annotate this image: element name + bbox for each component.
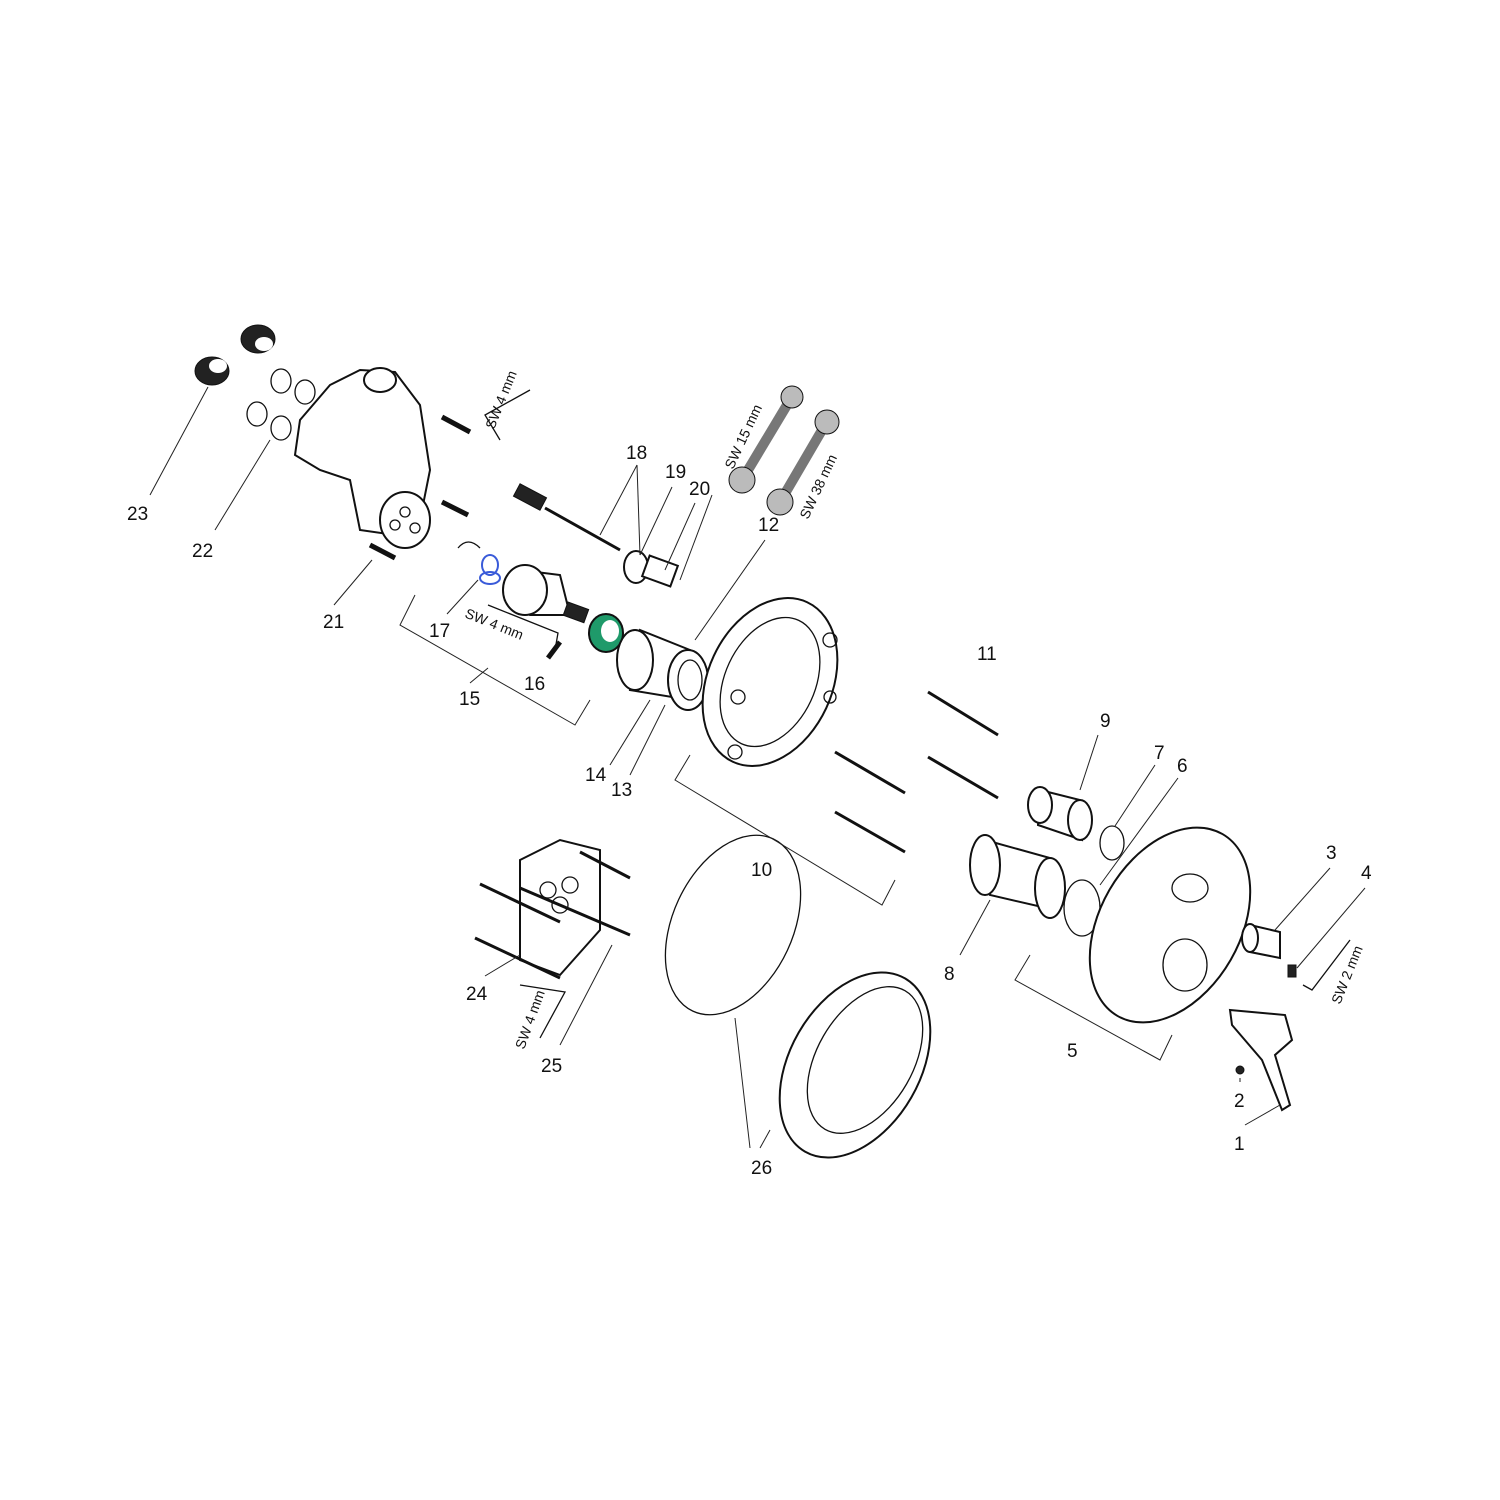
o-ring-7: [1099, 825, 1125, 861]
label-22: 22: [192, 541, 213, 562]
label-18: 18: [626, 443, 647, 464]
tool-label-sw4-top: SW 4 mm: [482, 368, 520, 431]
label-25: 25: [541, 1056, 562, 1077]
spindle-18: [512, 483, 621, 552]
lever-handle-1: [1228, 1008, 1294, 1112]
o-rings-22: [246, 368, 316, 441]
o-rings-17: [479, 554, 501, 585]
label-11: 11: [977, 644, 997, 665]
mounting-ring-10: [701, 597, 839, 767]
o-ring-26: [664, 834, 802, 1016]
tool-label-sw2: SW 2 mm: [1328, 943, 1366, 1006]
label-21: 21: [323, 612, 344, 633]
screw-16: [546, 640, 562, 660]
label-5: 5: [1067, 1041, 1078, 1062]
label-12: 12: [758, 515, 779, 536]
wrench-sw38: [766, 409, 840, 516]
screw-21: [368, 542, 397, 561]
sleeve-13-14: [616, 628, 709, 711]
label-8: 8: [944, 964, 955, 985]
label-14: 14: [585, 765, 607, 786]
label-19: 19: [665, 462, 686, 483]
screw-top: [440, 414, 472, 435]
wrench-sw15: [728, 385, 804, 494]
sleeve-9: [1027, 786, 1093, 842]
label-13: 13: [611, 780, 632, 801]
label-24: 24: [466, 984, 488, 1005]
green-ring: [588, 613, 624, 653]
screw-2: [1235, 1065, 1245, 1075]
mounting-bracket-24: [474, 838, 631, 980]
clip: [457, 541, 481, 549]
label-17: 17: [429, 621, 450, 642]
label-4: 4: [1361, 863, 1372, 884]
screws-11: [834, 690, 999, 854]
label-7: 7: [1154, 743, 1165, 764]
headpart-19-20: [623, 550, 680, 588]
allen-key-top: [484, 389, 531, 441]
tool-label-sw4-bottom: SW 4 mm: [512, 988, 548, 1051]
label-15: 15: [459, 689, 480, 710]
grub-screw-4: [1287, 964, 1297, 978]
label-3: 3: [1326, 843, 1337, 864]
knob-3: [1241, 923, 1281, 960]
label-2: 2: [1234, 1091, 1245, 1112]
label-6: 6: [1177, 756, 1188, 777]
label-20: 20: [689, 479, 710, 500]
label-26: 26: [751, 1158, 772, 1179]
part-number-labels: 1 2 3 4 5 6 7 8 9 10 11 12 13 14 15 16 1…: [127, 443, 1372, 1179]
trim-plate-5: [1088, 826, 1252, 1024]
label-23: 23: [127, 504, 148, 525]
sleeve-8: [969, 834, 1066, 919]
label-16: 16: [524, 674, 545, 695]
valve-body: [293, 367, 432, 549]
leader-lines: [149, 386, 1366, 1149]
label-9: 9: [1100, 711, 1111, 732]
label-1: 1: [1234, 1134, 1245, 1155]
screw-mid: [440, 499, 470, 518]
label-10: 10: [751, 860, 772, 881]
allen-key-bottom: [519, 984, 567, 1039]
cartridge-15: [502, 564, 590, 624]
allen-key-4: [1302, 939, 1351, 991]
frame-ring-26: [778, 971, 932, 1159]
threaded-nut-23: [194, 324, 276, 386]
